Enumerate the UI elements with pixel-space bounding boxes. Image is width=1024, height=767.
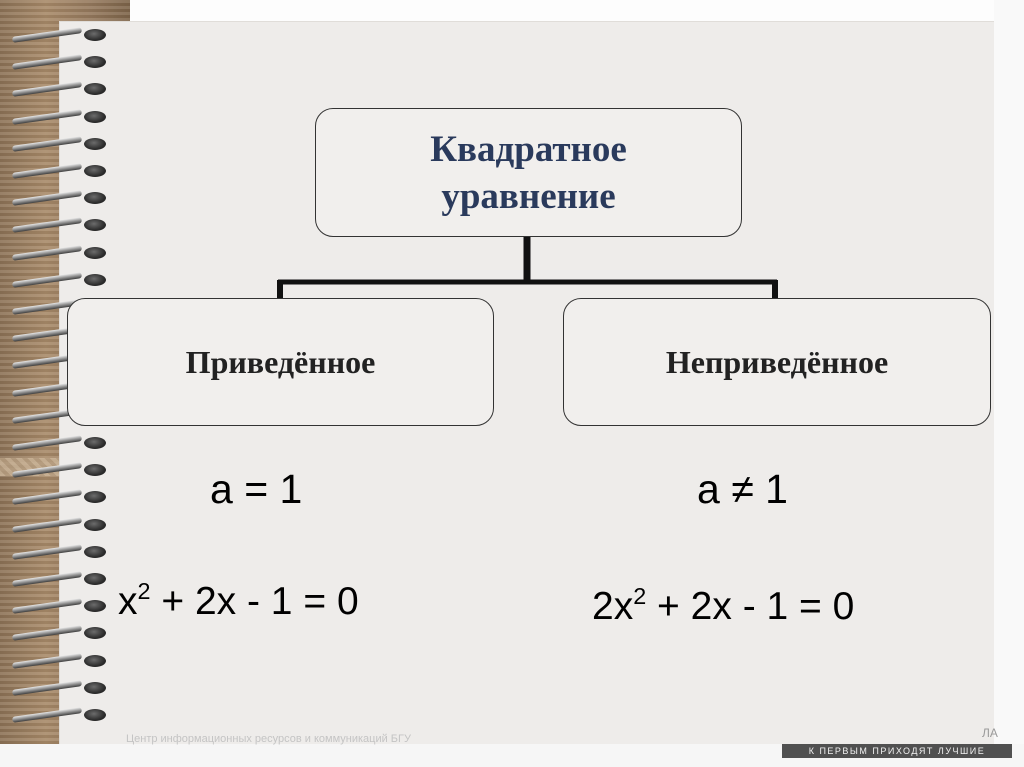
ring-wire — [11, 190, 83, 207]
eq2-exponent: 2 — [633, 582, 647, 609]
spiral-ring — [11, 54, 108, 71]
ring-hole — [84, 491, 106, 504]
ring-wire — [11, 625, 83, 642]
spiral-ring — [11, 489, 108, 506]
ring-hole — [84, 437, 106, 449]
spiral-ring — [11, 679, 108, 696]
ring-hole — [84, 192, 106, 205]
spiral-ring — [11, 135, 108, 152]
ring-hole — [84, 83, 106, 96]
ring-wire — [11, 543, 83, 560]
footer-banner: К ПЕРВЫМ ПРИХОДЯТ ЛУЧШИЕ — [782, 744, 1012, 758]
ring-hole — [84, 600, 106, 613]
node-title: Квадратное уравнение — [430, 126, 627, 220]
ring-wire — [11, 271, 83, 288]
ring-hole — [84, 464, 106, 477]
ring-wire — [11, 571, 83, 587]
ring-wire — [11, 489, 83, 506]
node-non-reduced-label: Неприведённое — [665, 343, 889, 380]
ring-hole — [84, 219, 106, 232]
spiral-binding — [0, 27, 120, 744]
footer-corner-text: ЛА — [982, 726, 998, 740]
ring-wire — [11, 135, 83, 152]
footer-watermark: Центр информационных ресурсов и коммуник… — [126, 733, 411, 745]
ring-hole — [84, 110, 106, 123]
spiral-ring — [11, 244, 108, 261]
spiral-ring — [11, 543, 108, 560]
spiral-ring — [11, 598, 108, 615]
ring-wire — [11, 27, 83, 43]
ring-hole — [84, 654, 106, 667]
node-title-line-2: уравнение — [441, 175, 616, 217]
spiral-ring — [11, 435, 108, 451]
node-reduced-label: Приведённое — [185, 343, 376, 380]
spiral-ring — [11, 108, 108, 125]
spiral-ring — [11, 271, 108, 288]
ring-hole — [84, 518, 106, 531]
ring-wire — [11, 54, 83, 71]
ring-wire — [11, 435, 83, 451]
eq1-exponent: 2 — [137, 577, 151, 604]
ring-hole — [84, 709, 106, 721]
ring-wire — [11, 462, 83, 479]
ring-wire — [11, 516, 83, 533]
node-non-reduced: Неприведённое — [563, 298, 991, 426]
ring-hole — [84, 165, 106, 177]
eq2-rest: + 2x - 1 = 0 — [646, 585, 855, 628]
ring-wire — [11, 163, 83, 179]
spiral-ring — [11, 652, 108, 669]
spiral-ring — [11, 163, 108, 179]
spiral-ring — [11, 81, 108, 98]
ring-wire — [11, 244, 83, 261]
ring-wire — [11, 652, 83, 669]
ring-wire — [11, 707, 83, 723]
spiral-ring — [11, 27, 108, 43]
node-quadratic-equation: Квадратное уравнение — [315, 108, 742, 237]
ring-hole — [84, 545, 106, 558]
ring-hole — [84, 273, 106, 286]
ring-wire — [11, 217, 83, 234]
condition-a-equals-1: a = 1 — [210, 466, 303, 512]
ring-hole — [84, 137, 106, 150]
spiral-ring — [11, 571, 108, 587]
ring-wire — [11, 108, 83, 125]
spiral-ring — [11, 190, 108, 207]
spiral-ring — [11, 516, 108, 533]
ring-hole — [84, 246, 106, 259]
spiral-ring — [11, 462, 108, 479]
ring-hole — [84, 573, 106, 585]
eq1-rest: + 2x - 1 = 0 — [150, 580, 359, 623]
ring-wire — [11, 598, 83, 615]
page-bottom-edge — [0, 744, 1024, 767]
page-right-edge — [994, 0, 1024, 767]
ring-wire — [11, 679, 83, 696]
ring-hole — [84, 627, 106, 640]
eq1-base: x — [118, 580, 138, 623]
node-reduced: Приведённое — [67, 298, 494, 426]
ring-hole — [84, 29, 106, 41]
ring-hole — [84, 681, 106, 694]
eq2-base: 2x — [592, 585, 634, 628]
ring-hole — [84, 56, 106, 69]
example-equation-reduced: x2 + 2x - 1 = 0 — [118, 577, 359, 624]
spiral-ring — [11, 707, 108, 723]
spiral-ring — [11, 217, 108, 234]
ring-wire — [11, 81, 83, 98]
node-title-line-1: Квадратное — [430, 128, 627, 170]
spiral-ring — [11, 625, 108, 642]
condition-a-not-equal-1: a ≠ 1 — [697, 466, 788, 512]
example-equation-non-reduced: 2x2 + 2x - 1 = 0 — [592, 582, 855, 629]
